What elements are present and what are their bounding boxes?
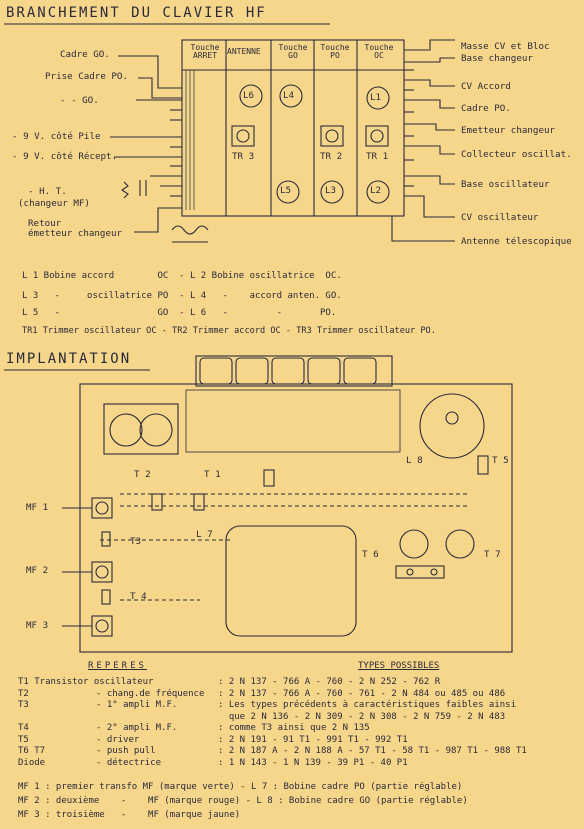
coil-label-l5: L5 (280, 185, 292, 196)
reperes-types: : 2 N 137 - 766 A - 760 - 2 N 252 - 762 … (218, 677, 441, 687)
t5-label: T 5 (492, 455, 509, 466)
coil-label-l2: L2 (370, 185, 382, 196)
reperes-desc: - driver (96, 734, 140, 745)
t7-label: T 7 (484, 549, 501, 560)
right-label-cv-oscillateur: CV oscillateur (461, 212, 539, 223)
coil-label-l1: L1 (370, 92, 382, 103)
reperes-ref: T3 (18, 700, 29, 710)
t6-label: T 6 (362, 549, 379, 560)
right-label-cv-accord: CV Accord (461, 81, 511, 92)
reperes-ref: T4 (18, 723, 29, 733)
key-label-antenne: ANTENNE (227, 47, 261, 56)
left-label-retour: Retour (28, 218, 62, 229)
coil-label-l3: L3 (325, 185, 337, 196)
mf1-label: MF 1 (26, 502, 49, 513)
coil-label-l4: L4 (283, 90, 295, 101)
left-label-9v-recept: - 9 V. côté Récept. (12, 151, 118, 162)
reperes-ref: Diode (18, 757, 46, 768)
left-label-9v-pile: - 9 V. côté Pile (12, 131, 101, 142)
reperes-desc: - détectrice (96, 757, 162, 768)
right-label-masse: Masse CV et Bloc (461, 41, 550, 52)
trimmer-label-tr3: TR 3 (232, 151, 255, 162)
legend-line-2: L 3 - oscillatrice PO - L 4 - accord ant… (22, 291, 342, 301)
right-label-base-oscillateur: Base oscillateur (461, 179, 550, 190)
right-label-base-changeur: Base changeur (461, 53, 533, 64)
reperes-ref: T1 Transistor oscillateur (18, 677, 154, 687)
left-label-prise-cadre-po: Prise Cadre PO. (45, 71, 128, 82)
trimmer-label-tr1: TR 1 (366, 151, 389, 162)
mf-note-3: MF 3 : troisième - MF (marque jaune) (18, 810, 241, 820)
t4-label: T 4 (130, 591, 147, 602)
mf-note-2: MF 2 : deuxième - MF (marque rouge) - L … (18, 796, 468, 806)
reperes-types: : 2 N 137 - 766 A - 760 - 761 - 2 N 484 … (218, 688, 506, 699)
left-label-ht: - H. T. (28, 186, 67, 197)
reperes-types: : comme T3 ainsi que 2 N 135 (218, 723, 370, 733)
reperes-header: REPERES (88, 661, 147, 671)
reperes-types: : 2 N 191 - 91 T1 - 991 T1 - 992 T1 (218, 734, 408, 745)
legend-line-3: L 5 - GO - L 6 - - PO. (22, 308, 337, 318)
mf3-label: MF 3 (26, 620, 49, 631)
right-label-collecteur: Collecteur oscillat. (461, 149, 572, 160)
t2-label: T 2 (134, 469, 151, 480)
t3-label: T3 (130, 536, 142, 547)
key-label-arret: Touche ARRET (190, 43, 220, 60)
mf2-label: MF 2 (26, 565, 49, 576)
t1-label: T 1 (204, 469, 221, 480)
section-title-branchement: BRANCHEMENT DU CLAVIER HF (6, 5, 267, 21)
key-label-go: Touche GO (278, 43, 308, 60)
reperes-types: : Les types précédents à caractéristique… (218, 700, 517, 710)
left-label-changeur-mf: (changeur MF) (18, 198, 90, 209)
reperes-desc: - chang.de fréquence (96, 688, 205, 699)
trimmer-label-tr2: TR 2 (320, 151, 343, 162)
coil-label-l6: L6 (243, 90, 255, 101)
legend-line-4: TR1 Trimmer oscillateur OC - TR2 Trimmer… (22, 326, 436, 336)
key-label-oc: Touche OC (364, 43, 394, 60)
reperes-types: : 2 N 187 A - 2 N 188 A - 57 T1 - 58 T1 … (218, 746, 527, 756)
types-header: TYPES POSSIBLES (358, 661, 440, 671)
legend-line-1: L 1 Bobine accord OC - L 2 Bobine oscill… (22, 271, 342, 281)
reperes-ref: T2 (18, 688, 29, 699)
reperes-ref: T6 T7 (18, 746, 46, 756)
section-title-implantation: IMPLANTATION (6, 351, 132, 367)
right-label-antenne: Antenne télescopique (461, 236, 572, 247)
key-label-po: Touche PO (320, 43, 350, 60)
reperes-desc: - 1° ampli M.F. (96, 700, 178, 710)
left-label-emetteur-changeur: émetteur changeur (28, 228, 123, 239)
mf-note-1: MF 1 : premier transfo MF (marque verte)… (18, 782, 463, 792)
right-label-cadre-po: Cadre PO. (461, 103, 511, 114)
reperes-types: : 1 N 143 - 1 N 139 - 39 P1 - 40 P1 (218, 757, 408, 768)
reperes-types: que 2 N 136 - 2 N 309 - 2 N 308 - 2 N 75… (218, 711, 506, 722)
reperes-desc: - 2° ampli M.F. (96, 723, 178, 733)
l7-label: L 7 (196, 529, 213, 540)
l8-label: L 8 (406, 455, 423, 466)
right-label-emetteur-changeur: Emetteur changeur (461, 125, 556, 136)
reperes-desc: - push pull (96, 746, 156, 756)
reperes-ref: T5 (18, 734, 29, 745)
left-label-go: - - GO. (60, 95, 99, 106)
left-label-cadre-go: Cadre GO. (60, 49, 110, 60)
